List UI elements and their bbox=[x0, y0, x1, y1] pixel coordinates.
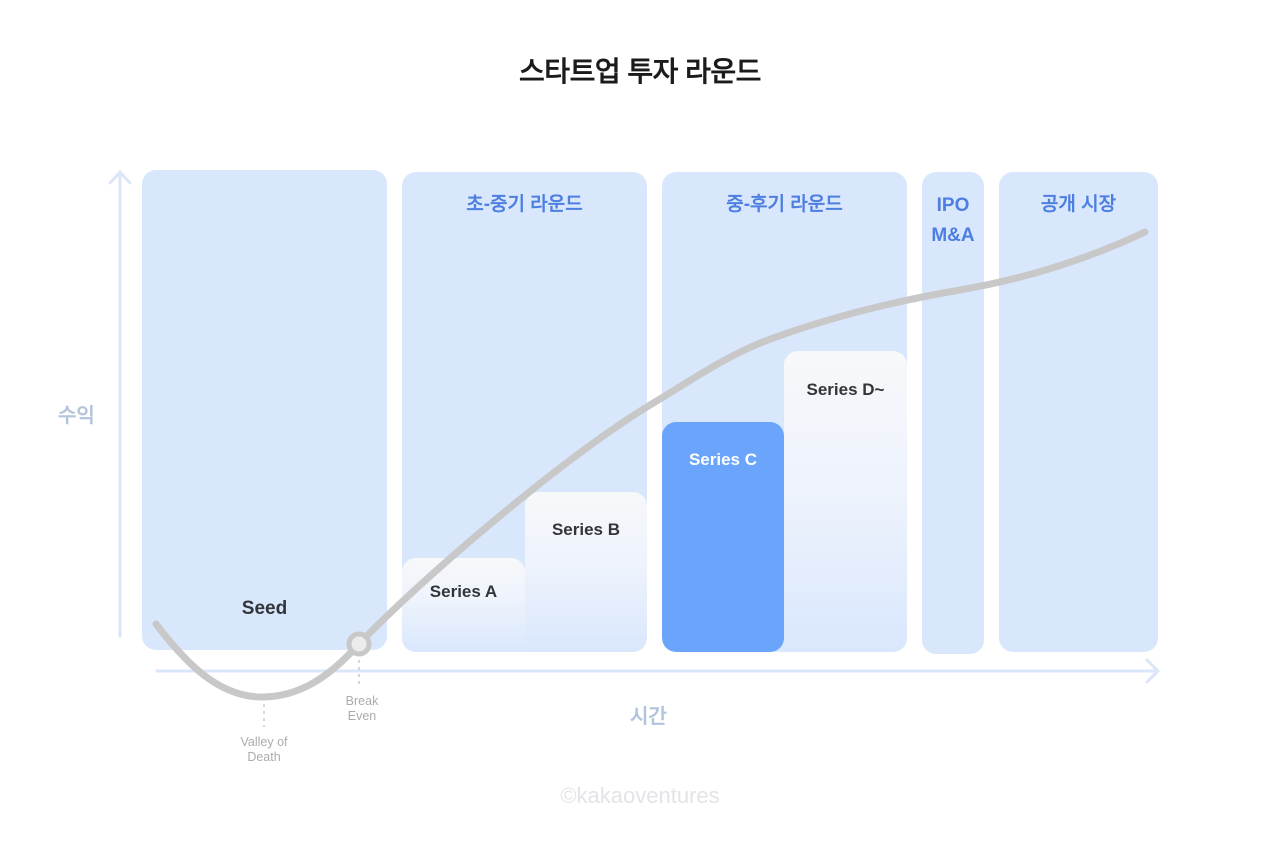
x-axis-label: 시간 bbox=[630, 706, 667, 728]
revenue-curve bbox=[152, 228, 1149, 701]
stage-label-seed: Seed bbox=[241, 598, 288, 619]
annotation-break-even: Break Even bbox=[330, 694, 394, 724]
annotation-valley-of-death: Valley of Death bbox=[224, 735, 304, 765]
panel-public-market: 공개 시장 bbox=[999, 172, 1158, 652]
panel-ipo-ma: IPO M&A bbox=[922, 172, 984, 654]
annotation-valley-line2: Death bbox=[247, 750, 281, 764]
annotation-break-even-line1: Break bbox=[345, 694, 379, 708]
stage-series-a: Series A bbox=[402, 558, 525, 652]
y-axis-arrow-icon bbox=[108, 170, 132, 638]
stage-series-d: Series D~ bbox=[784, 351, 907, 652]
stage-label-series-c: Series C bbox=[688, 450, 758, 469]
panel-label-early-mid: 초-중기 라운드 bbox=[466, 194, 583, 215]
stage-series-b: Series B bbox=[525, 492, 647, 652]
panel-early-mid-round: 초-중기 라운드 Series A Series B bbox=[402, 172, 647, 652]
page-title: 스타트업 투자 라운드 bbox=[519, 56, 761, 87]
dotted-guides bbox=[263, 660, 360, 727]
stage-series-c: Series C bbox=[662, 422, 784, 652]
panel-label-ipo: IPO bbox=[936, 195, 970, 216]
stage-label-series-d: Series D~ bbox=[806, 380, 885, 399]
x-axis-arrow-icon bbox=[155, 658, 1160, 684]
panel-label-ma: M&A bbox=[931, 225, 975, 246]
panel-seed: Seed bbox=[142, 170, 387, 650]
credit-watermark: ©kakaoventures bbox=[560, 783, 720, 808]
stage-label-series-a: Series A bbox=[429, 582, 498, 601]
annotation-valley-line1: Valley of bbox=[240, 735, 288, 749]
panel-label-mid-late: 중-후기 라운드 bbox=[726, 194, 843, 215]
break-even-marker-icon bbox=[346, 631, 372, 657]
annotation-break-even-line2: Even bbox=[347, 709, 377, 723]
y-axis-label: 수익 bbox=[58, 405, 95, 427]
panel-label-public-market: 공개 시장 bbox=[1040, 194, 1117, 215]
panel-mid-late-round: 중-후기 라운드 Series C Series D~ bbox=[662, 172, 907, 652]
stage-label-series-b: Series B bbox=[551, 520, 621, 539]
